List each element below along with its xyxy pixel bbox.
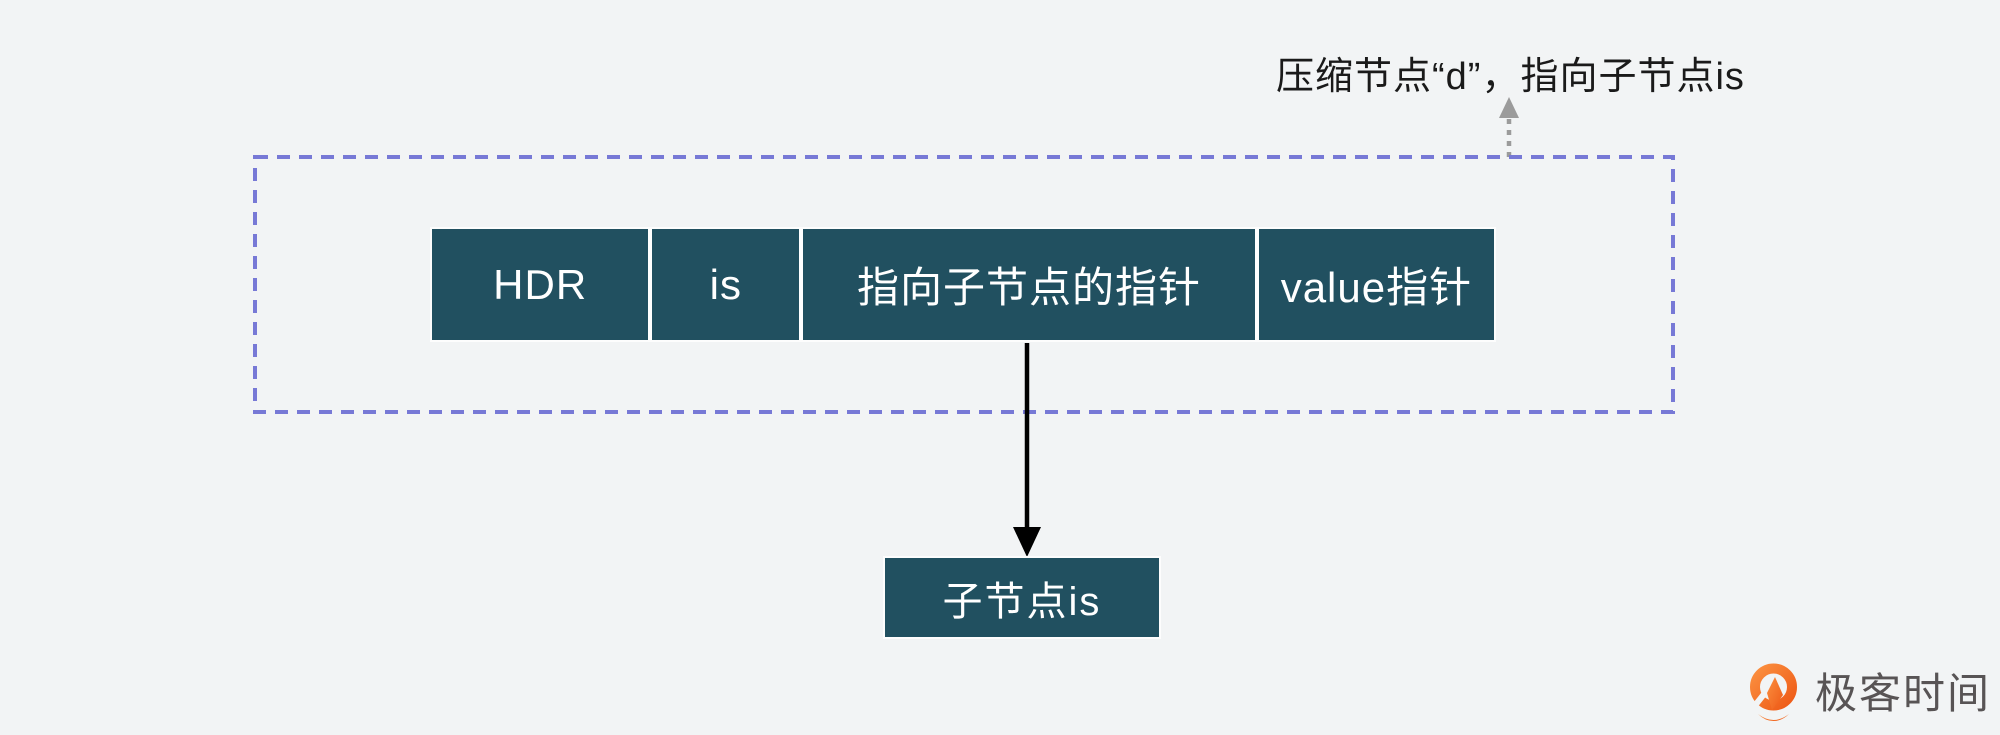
compressed-node-annotation: 压缩节点“d”，指向子节点is <box>1276 56 1745 98</box>
up-dotted-arrow-icon <box>1499 97 1519 157</box>
cell-hdr: HDR <box>432 229 649 340</box>
compressed-node-table: HDR is 指向子节点的指针 value指针 <box>430 227 1496 342</box>
geektime-logo-text: 极客时间 <box>1815 669 1992 717</box>
cell-value-pointer: value指针 <box>1258 229 1494 340</box>
child-node-box: 子节点is <box>883 556 1161 639</box>
down-arrow-icon <box>1013 343 1041 557</box>
geektime-logo: 极客时间 <box>1745 661 1991 726</box>
compressed-node-dashed-boundary <box>253 155 1675 414</box>
cell-child-pointer: 指向子节点的指针 <box>803 229 1255 340</box>
geektime-pin-icon <box>1750 663 1797 721</box>
cell-is: is <box>652 229 800 340</box>
